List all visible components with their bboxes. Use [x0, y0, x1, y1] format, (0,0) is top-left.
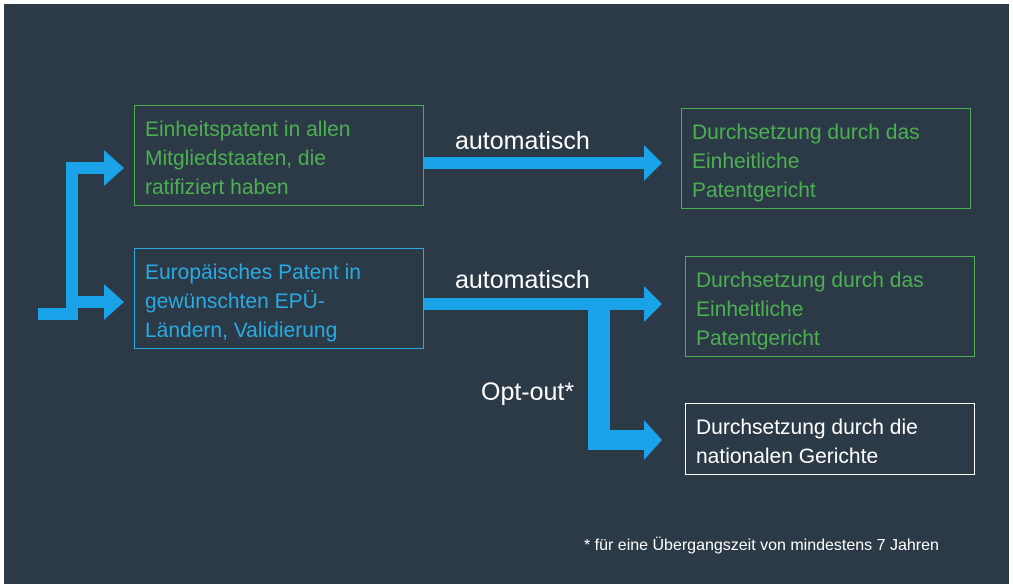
automatic-top-arrowhead	[644, 145, 662, 181]
automatic-bottom-arrowhead	[644, 286, 662, 322]
upc-enforcement-bottom-box: Durchsetzung durch das Einheitliche Pate…	[685, 256, 975, 357]
branch-bottom-arrowhead	[104, 284, 124, 320]
european-patent-text: Europäisches Patent in gewünschten EPÜ- …	[145, 261, 361, 342]
branch-top-arrowhead	[104, 150, 124, 186]
upc-enforcement-top-text: Durchsetzung durch das Einheitliche Pate…	[692, 121, 920, 202]
upc-enforcement-bottom-text: Durchsetzung durch das Einheitliche Pate…	[696, 269, 924, 350]
branch-bottom-line	[66, 296, 106, 308]
diagram-background	[4, 4, 1009, 584]
left-trunk	[66, 162, 78, 320]
branch-top-line	[66, 162, 106, 174]
automatic-bottom-line	[424, 298, 646, 310]
opt-out-label: Opt-out*	[481, 378, 575, 406]
automatic-top-line	[424, 157, 646, 169]
national-courts-box: Durchsetzung durch die nationalen Gerich…	[685, 403, 975, 475]
transition-period-footnote: * für eine Übergangszeit von mindestens …	[584, 537, 939, 554]
european-patent-box: Europäisches Patent in gewünschten EPÜ- …	[134, 248, 424, 349]
upc-enforcement-top-box: Durchsetzung durch das Einheitliche Pate…	[681, 108, 971, 209]
opt-out-line	[588, 430, 646, 450]
unitary-patent-text: Einheitspatent in allen Mitgliedstaaten,…	[145, 118, 351, 199]
opt-out-drop	[588, 298, 610, 450]
national-courts-text: Durchsetzung durch die nationalen Gerich…	[696, 416, 918, 468]
opt-out-arrowhead	[644, 420, 662, 460]
unitary-patent-box: Einheitspatent in allen Mitgliedstaaten,…	[134, 105, 424, 206]
automatic-top-label: automatisch	[455, 127, 590, 155]
automatic-bottom-label: automatisch	[455, 266, 590, 294]
